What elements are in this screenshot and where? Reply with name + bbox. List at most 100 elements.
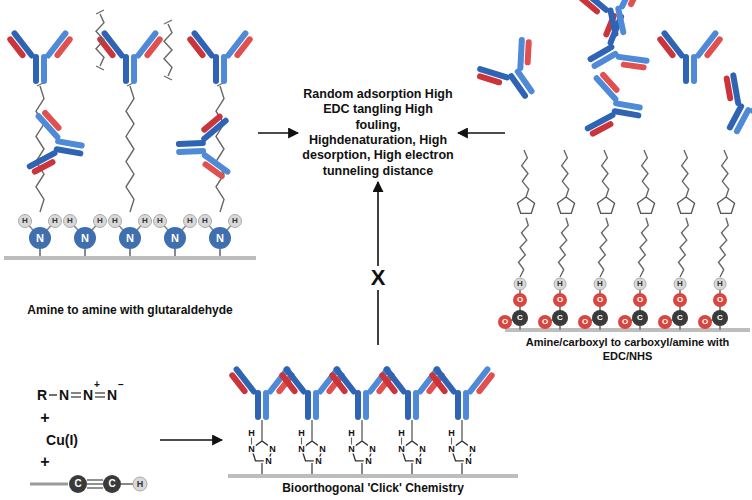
bond-line — [164, 20, 172, 24]
bond-line — [95, 396, 105, 397]
bond-line — [461, 420, 462, 441]
atom-circle — [618, 315, 632, 329]
linker-chain — [562, 150, 569, 197]
antibody — [175, 111, 232, 183]
linker-chain — [682, 150, 689, 197]
method-panel: Amine/carboxyl to carboxyl/amine with ED… — [505, 10, 750, 365]
nhs-ring — [677, 197, 694, 213]
reaction-arrow — [160, 439, 222, 441]
linker-chain — [559, 218, 569, 277]
atom-circle — [49, 215, 62, 228]
atom-label: O — [517, 296, 523, 304]
atom-label: H — [202, 217, 208, 225]
method-caption: Amine/carboxyl to carboxyl/amine with ED… — [508, 336, 747, 363]
atom-label: N — [216, 233, 224, 244]
atom-label: N — [318, 444, 327, 453]
atom-label: C — [557, 314, 563, 322]
atom-label: H — [232, 217, 238, 225]
atom-label: N — [83, 388, 93, 402]
linker-chain — [602, 150, 609, 197]
linker-chain — [679, 218, 689, 277]
atom-circle — [513, 293, 527, 307]
atom-label: H — [142, 217, 148, 225]
atom-label: O — [502, 318, 508, 326]
nhs-ring — [717, 197, 734, 213]
atom-circle — [94, 215, 107, 228]
bond-line — [461, 463, 463, 474]
atom-label: + — [40, 410, 49, 426]
linker-chain — [519, 218, 529, 277]
atom-circle — [578, 315, 592, 329]
outcome-text-box: Random adsorption High EDC tangling High… — [298, 84, 458, 182]
linker-chain — [642, 150, 649, 197]
bond-line — [411, 420, 412, 441]
atom-label: H — [157, 217, 163, 225]
bond-line — [87, 487, 103, 488]
atom-label: C — [74, 479, 81, 489]
atom-circle — [554, 278, 566, 290]
atom-label: N — [81, 233, 89, 244]
atom-label: N — [247, 444, 256, 453]
antibody — [574, 0, 654, 43]
atom-label: + — [40, 454, 49, 470]
atom-circle — [673, 293, 687, 307]
atom-label: N — [468, 444, 477, 453]
bond-line — [411, 463, 413, 474]
bond-line — [311, 463, 313, 474]
linker-chain — [216, 86, 224, 212]
atom-circle — [713, 293, 727, 307]
atom-circle — [74, 227, 96, 249]
atom-label: H — [297, 429, 306, 438]
atom-label: N — [347, 444, 356, 453]
flow-arrow — [458, 132, 505, 134]
nhs-ring — [637, 197, 654, 213]
atom-circle — [593, 293, 607, 307]
outcome-text: Random adsorption High EDC tangling High… — [301, 87, 455, 179]
atom-circle — [154, 215, 167, 228]
bond-line — [95, 392, 105, 393]
atom-label: H — [187, 217, 193, 225]
atom-label: N — [364, 456, 373, 465]
blocked-mark: X — [368, 266, 389, 290]
linker-chain — [164, 24, 172, 76]
substrate-surface — [4, 256, 256, 260]
bond-line — [87, 479, 103, 480]
linker-chain — [722, 150, 729, 197]
atom-label: N — [314, 456, 323, 465]
bond-line — [96, 10, 104, 14]
atom-label: O — [622, 318, 628, 326]
atom-label: O — [557, 296, 563, 304]
bond-line — [129, 249, 131, 256]
bond-line — [261, 420, 262, 441]
bond-line — [71, 396, 81, 397]
bond-line — [84, 249, 86, 256]
atom-circle — [632, 310, 648, 326]
method-caption: Bioorthogonal 'Click' Chemistry — [282, 481, 464, 496]
atom-circle — [552, 310, 568, 326]
atom-circle — [19, 215, 32, 228]
atom-label: N — [297, 444, 306, 453]
atom-label: − — [118, 380, 124, 390]
atom-label: O — [597, 296, 603, 304]
atom-label: H — [97, 217, 103, 225]
atom-label: C — [677, 314, 683, 322]
atom-circle — [109, 215, 122, 228]
bond-line — [519, 326, 521, 330]
atom-circle — [69, 475, 87, 493]
atom-label: C — [637, 314, 643, 322]
atom-label: O — [717, 296, 723, 304]
substrate-surface — [228, 474, 518, 478]
bond-line — [639, 326, 641, 330]
atom-label: Cu(I) — [46, 433, 78, 447]
atom-label: H — [517, 280, 523, 288]
atom-circle — [229, 215, 242, 228]
bond-line — [361, 420, 362, 441]
surface-stub — [30, 483, 68, 486]
antibody — [582, 68, 648, 147]
atom-label: O — [662, 318, 668, 326]
atom-circle — [64, 215, 77, 228]
atom-circle — [658, 315, 672, 329]
atom-circle — [672, 310, 688, 326]
